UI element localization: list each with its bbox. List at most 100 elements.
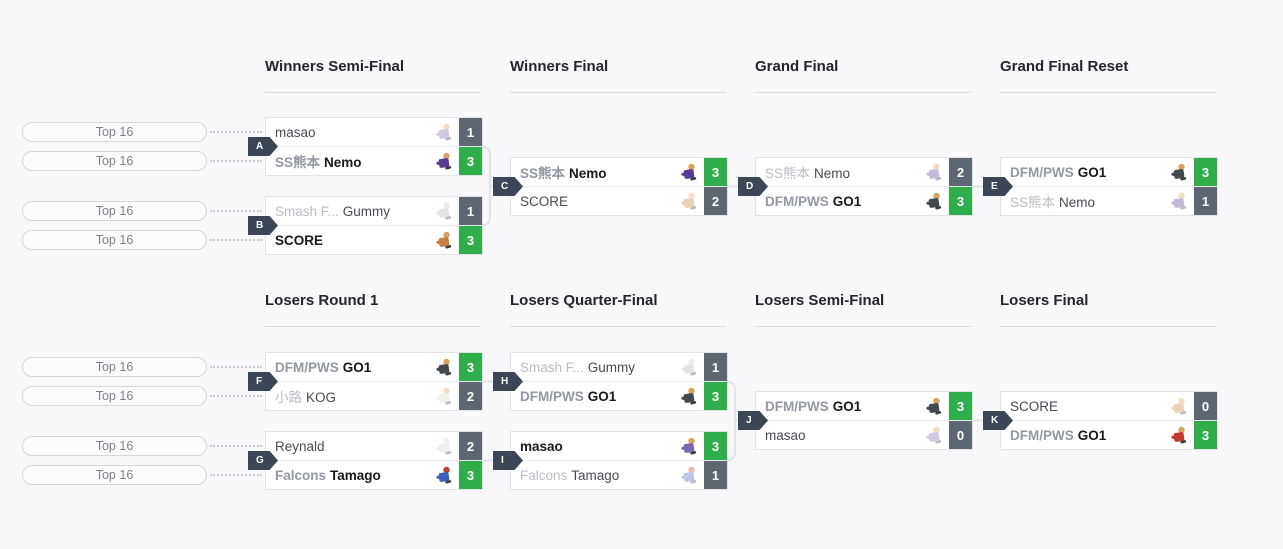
match-tag-badge: F	[248, 372, 278, 391]
player-name[interactable]: Smash F...Gummy	[511, 360, 679, 375]
player-name-text: SCORE	[520, 193, 569, 209]
qualifier-pill[interactable]: Top 16	[22, 465, 207, 485]
qualifier-pill[interactable]: Top 16	[22, 436, 207, 456]
round-title-divider	[265, 92, 481, 93]
character-sprite-icon	[926, 397, 942, 415]
score-box: 3	[459, 461, 482, 489]
qualifier-pill[interactable]: Top 16	[22, 151, 207, 171]
score-box: 1	[704, 353, 727, 381]
qualifier-pill[interactable]: Top 16	[22, 230, 207, 250]
player-name-text: Nemo	[569, 166, 607, 181]
character-sprite-icon	[681, 163, 697, 181]
score-box: 3	[949, 392, 972, 420]
score-box: 3	[704, 158, 727, 186]
qualifier-pill[interactable]: Top 16	[22, 386, 207, 406]
qualifier-pill[interactable]: Top 16	[22, 201, 207, 221]
player-name-text: GO1	[342, 359, 372, 375]
score-box: 0	[949, 421, 972, 449]
round-title: Grand Final	[755, 58, 839, 75]
player-name[interactable]: masao	[266, 125, 434, 140]
player-name-text: Tamago	[571, 467, 620, 483]
player-row[interactable]: Smash F...Gummy 1	[266, 197, 482, 225]
player-name-text: masao	[275, 124, 316, 140]
score-box: 3	[704, 432, 727, 460]
qualifier-pill[interactable]: Top 16	[22, 122, 207, 142]
qualifier-pill[interactable]: Top 16	[22, 357, 207, 377]
player-name-text: GO1	[1077, 164, 1107, 180]
match-tag-badge: H	[493, 372, 523, 391]
player-row[interactable]: masao 1	[266, 118, 482, 146]
round-title: Losers Semi-Final	[755, 292, 885, 309]
round-title: Losers Final	[1000, 292, 1089, 309]
character-sprite-icon	[1171, 397, 1187, 415]
character-sprite-icon	[436, 123, 452, 141]
score-box: 2	[704, 187, 727, 215]
character-sprite-icon	[1171, 163, 1187, 181]
player-name[interactable]: masao	[756, 428, 924, 443]
player-name[interactable]: Reynald	[266, 439, 434, 454]
player-name[interactable]: Smash F...Gummy	[266, 204, 434, 219]
match-tag-badge: C	[493, 177, 523, 196]
team-prefix: DFM/PWS	[765, 398, 829, 414]
player-name[interactable]: masao	[511, 439, 679, 454]
player-row[interactable]: masao 3	[511, 432, 727, 460]
score-box: 2	[949, 158, 972, 186]
character-sprite-icon	[926, 426, 942, 444]
player-row[interactable]: masao 0	[756, 420, 972, 449]
score-box: 1	[459, 118, 482, 146]
team-prefix: DFM/PWS	[765, 193, 829, 209]
team-prefix: Falcons	[275, 467, 327, 483]
round-title: Grand Final Reset	[1000, 58, 1129, 75]
player-row[interactable]: Smash F...Gummy 1	[511, 353, 727, 381]
player-name-text: SCORE	[275, 232, 324, 248]
player-name-text: Gummy	[587, 359, 636, 375]
player-name[interactable]: SCORE	[266, 233, 434, 248]
team-prefix: DFM/PWS	[275, 359, 339, 375]
player-name[interactable]: SCORE	[1001, 399, 1169, 414]
score-box: 3	[459, 353, 482, 381]
character-sprite-icon	[926, 163, 942, 181]
round-title: Losers Quarter-Final	[510, 292, 658, 309]
player-name-text: Gummy	[342, 203, 391, 219]
player-row[interactable]: SCORE 2	[511, 186, 727, 215]
score-box: 3	[704, 382, 727, 410]
score-box: 3	[1194, 421, 1217, 449]
match-tag-badge: J	[738, 411, 768, 430]
round-title: Winners Final	[510, 58, 609, 75]
player-name[interactable]: SCORE	[511, 194, 679, 209]
score-box: 1	[459, 197, 482, 225]
round-title-divider	[1000, 92, 1216, 93]
